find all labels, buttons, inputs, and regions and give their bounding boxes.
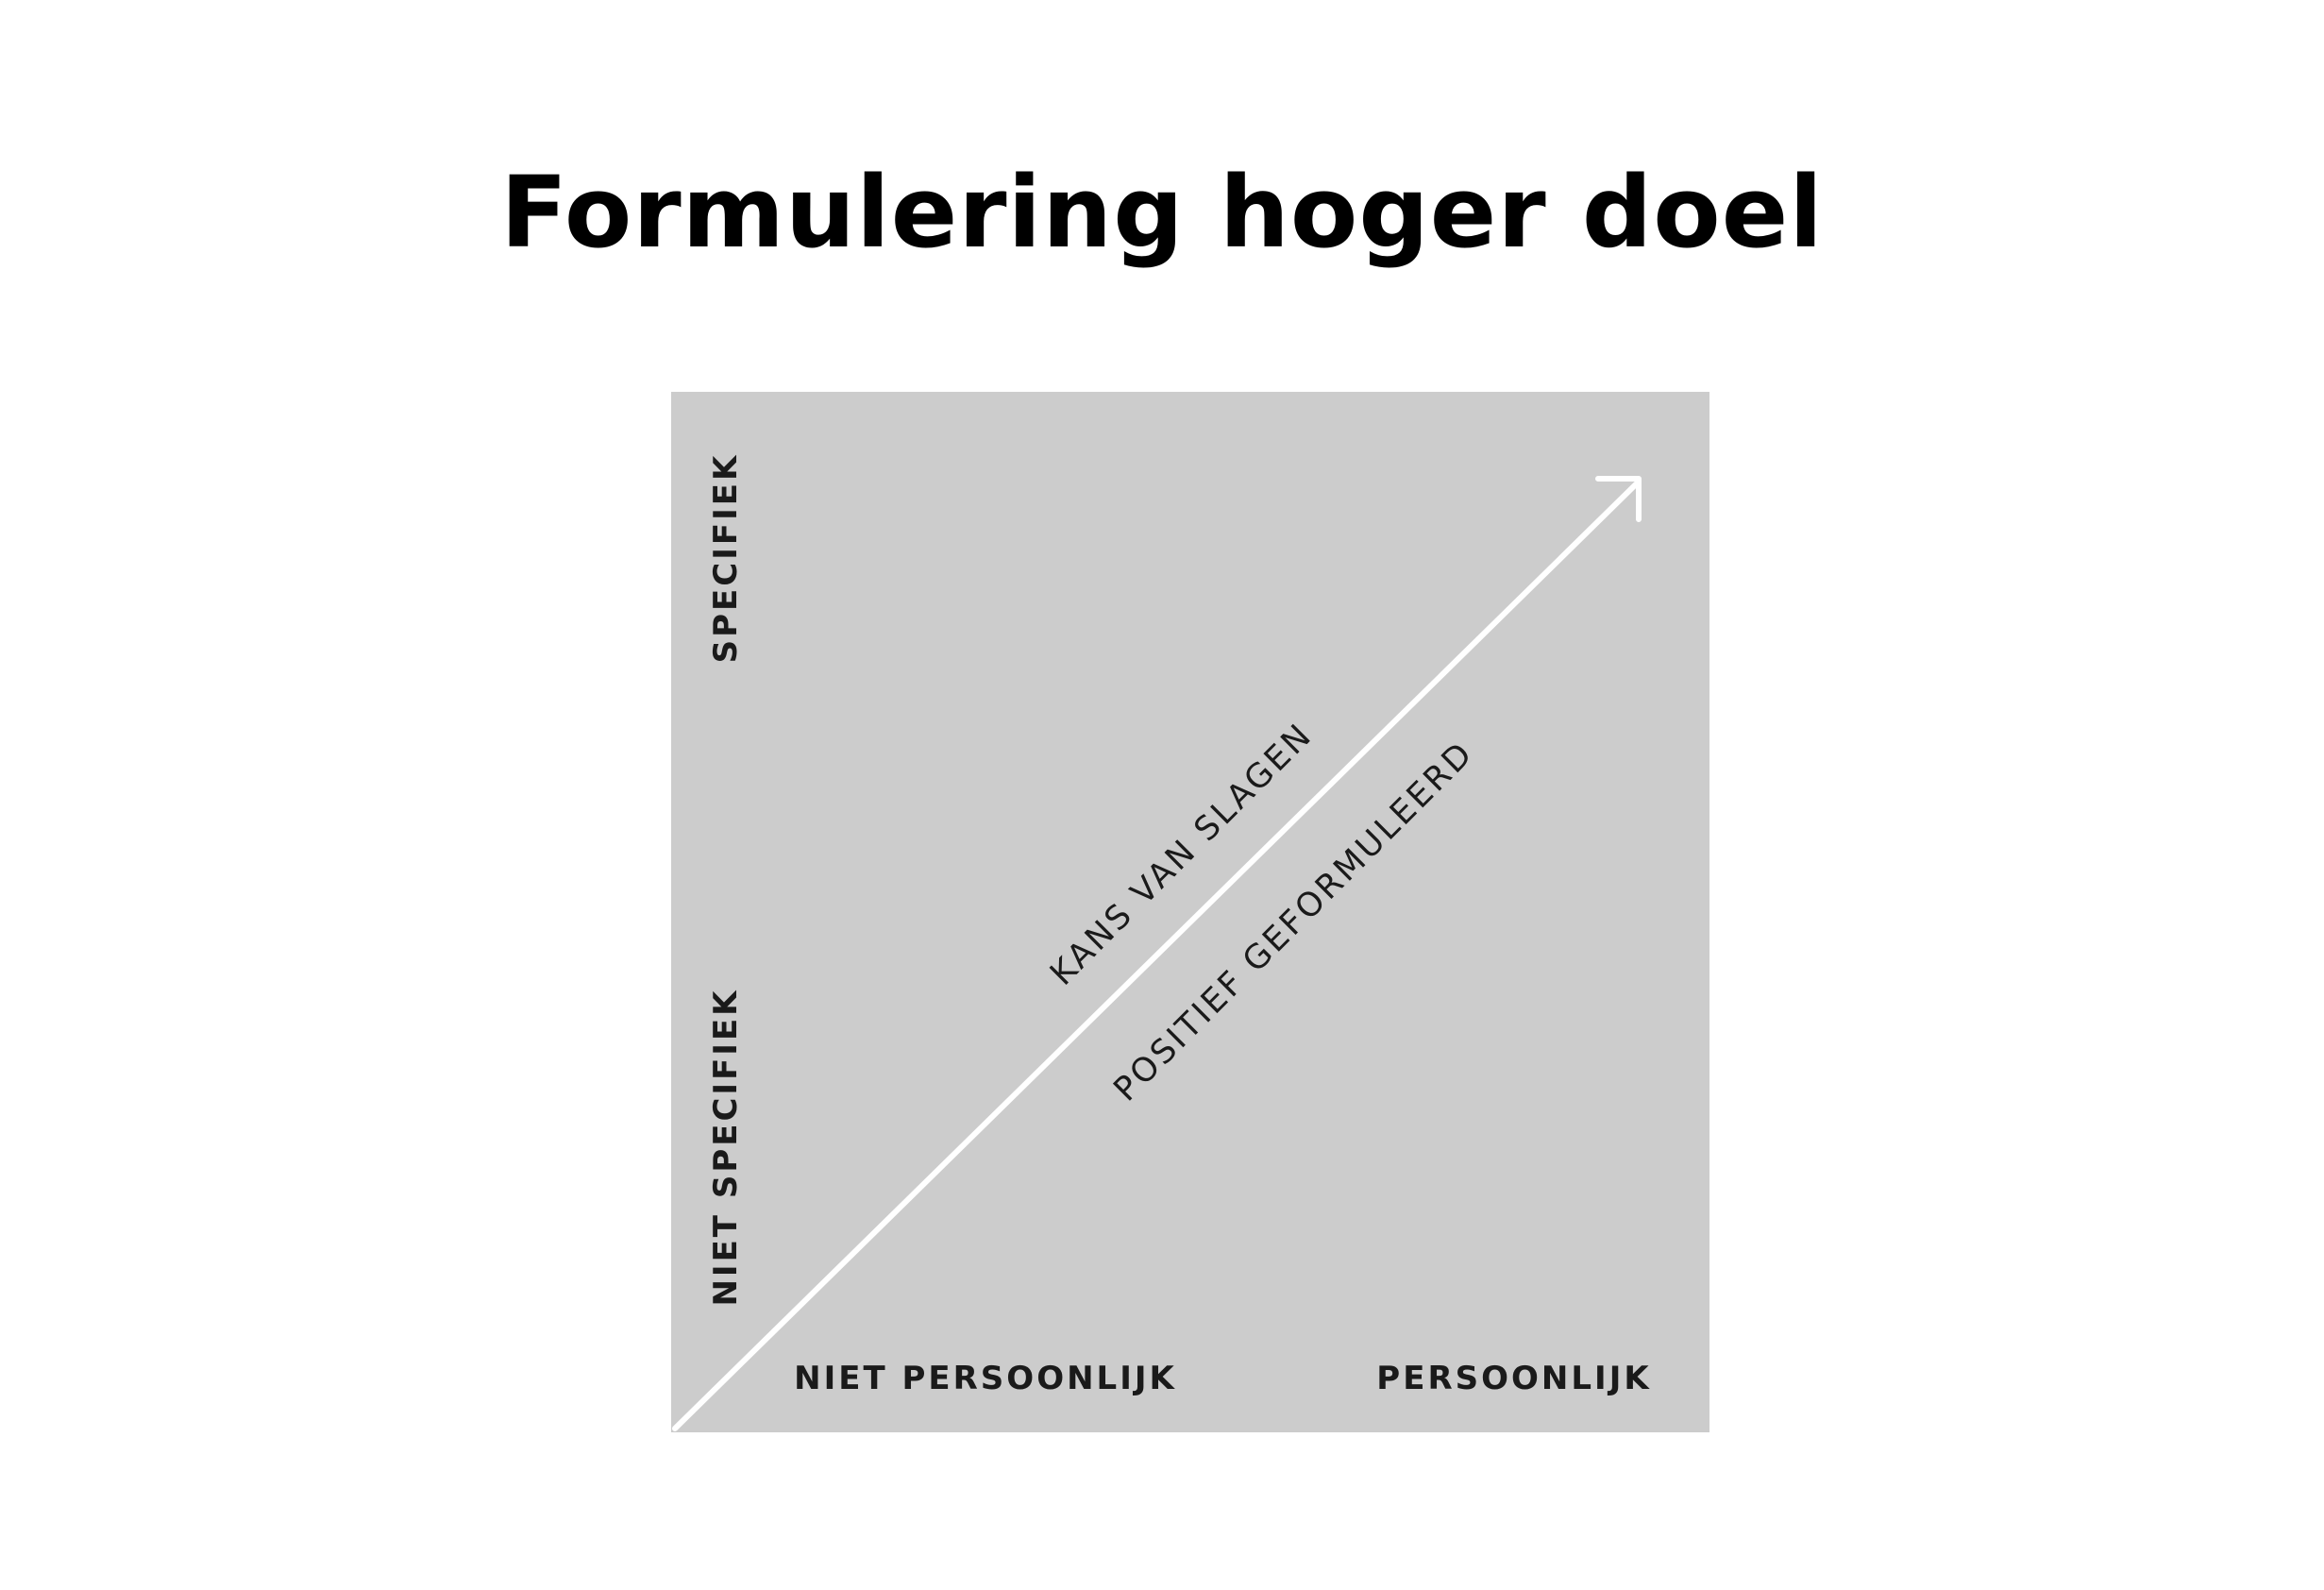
y-axis-label-bottom: NIET SPECIFIEK [707, 988, 745, 1307]
diagonal-arrow-line [672, 479, 1642, 1431]
x-axis-label-left: NIET PERSOONLIJK [794, 1360, 1177, 1397]
arrow-head-icon [1595, 476, 1642, 522]
page-title: Formulering hoger doel [500, 155, 1824, 270]
y-axis-label-top: SPECIFIEK [707, 452, 745, 664]
arrow-graphic [672, 476, 1642, 1431]
diagram-panel: SPECIFIEK NIET SPECIFIEK NIET PERSOONLIJ… [671, 392, 1709, 1432]
x-axis-label-right: PERSOONLIJK [1376, 1360, 1652, 1397]
